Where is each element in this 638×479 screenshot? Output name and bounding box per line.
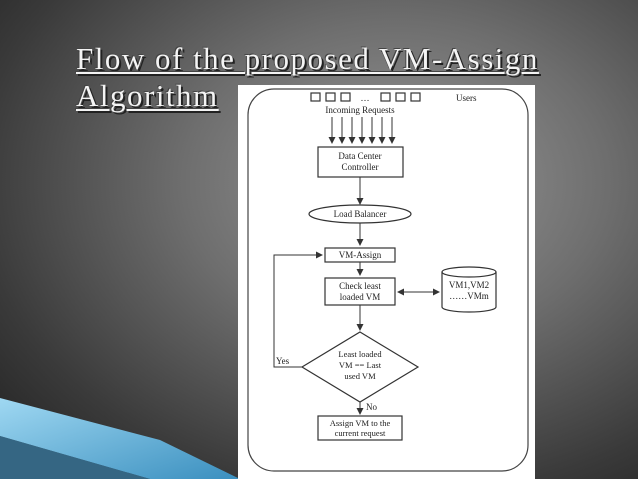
slide-title: Flow of the proposed VM-Assign Algorithm [76, 40, 556, 114]
data-center-controller-line-2: Controller [342, 162, 379, 172]
check-least-loaded-box [324, 277, 396, 306]
assign-vm-line-1: Assign VM to the [330, 418, 391, 428]
assign-vm-line-2: current request [335, 428, 386, 438]
vm-assign-label: VM-Assign [339, 250, 382, 260]
slide-title-line-1: Flow of the proposed VM-Assign [76, 41, 539, 76]
user-box [380, 92, 391, 102]
assign-vm-box [317, 415, 403, 441]
request-arrows [328, 117, 396, 144]
vm-database-line-2: ……VMm [449, 291, 489, 301]
users-label: Users [456, 93, 477, 103]
decorative-swoosh [0, 398, 240, 479]
slide-title-line-2: Algorithm [76, 78, 219, 113]
incoming-requests-label: Incoming Requests [325, 105, 395, 115]
swoosh-light-band [0, 398, 240, 479]
vm-database-icon [441, 266, 497, 313]
check-least-loaded-line-1: Check least [339, 281, 381, 291]
user-boxes [310, 92, 421, 102]
check-least-loaded-line-2: loaded VM [340, 292, 381, 302]
yes-loop-arrow [273, 251, 323, 368]
user-box [310, 92, 321, 102]
user-box [340, 92, 351, 102]
vm-database-line-1: VM1,VM2 [449, 280, 489, 290]
user-box [395, 92, 406, 102]
users-ellipsis: … [361, 93, 370, 103]
data-center-controller-line-1: Data Center [338, 151, 381, 161]
load-balancer-label: Load Balancer [334, 209, 387, 219]
decision-line-1: Least loaded [338, 349, 382, 359]
user-box [325, 92, 336, 102]
decision-line-2: VM == Last [339, 360, 382, 370]
decision-line-3: used VM [344, 371, 376, 381]
yes-label: Yes [276, 356, 290, 366]
flow-diagram: … Users Incoming Requests Data Center Co… [238, 85, 535, 479]
user-box [410, 92, 421, 102]
no-label: No [366, 402, 377, 412]
diagram-frame [247, 88, 529, 472]
swoosh-edge [0, 436, 150, 479]
